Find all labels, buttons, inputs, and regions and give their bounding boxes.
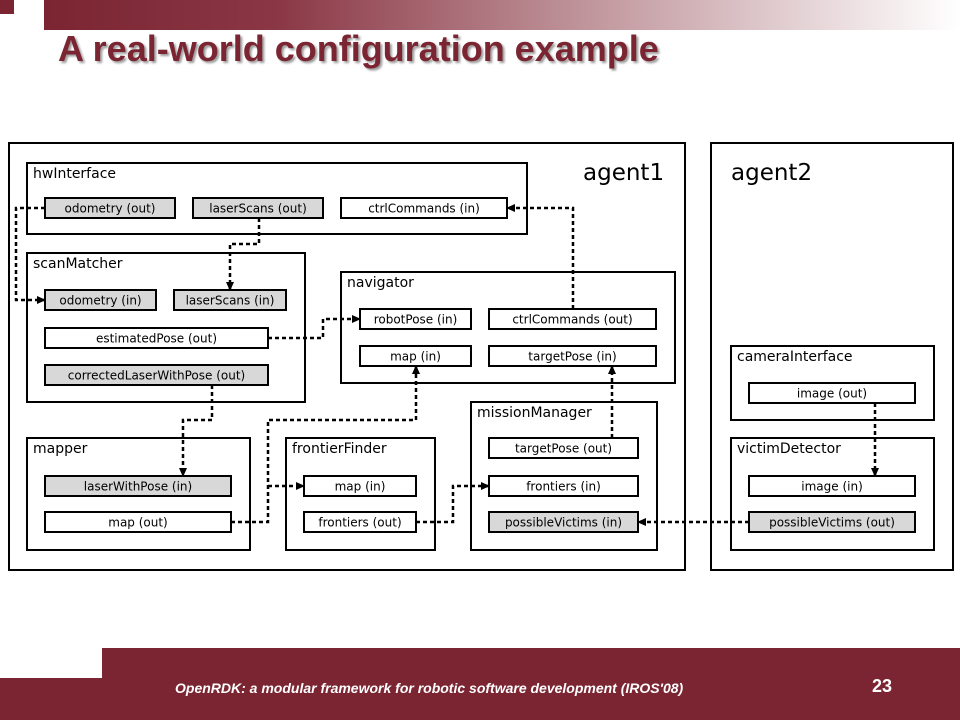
corner-square <box>0 0 14 14</box>
port-mm-frontiers-label: frontiers (in) <box>526 480 601 494</box>
port-hw-ctrlCommands-label: ctrlCommands (in) <box>368 202 480 216</box>
agent-agent1-label: agent1 <box>583 160 664 186</box>
port-nav-targetPose-label: targetPose (in) <box>528 350 616 364</box>
port-mm-targetPose-box <box>488 437 639 459</box>
port-hw-laserScans-label: laserScans (out) <box>209 202 307 216</box>
connection-sm-correctedLaser-to-map-laserWithPose <box>179 385 214 477</box>
agent-agent1-box <box>8 142 686 571</box>
module-missionManager: missionManager targetPose (out) frontiers … <box>470 401 658 551</box>
port-ci-image-box <box>748 382 916 404</box>
module-hwInterface-label: hwInterface <box>33 166 116 182</box>
title-gradient-bar <box>44 0 960 30</box>
module-frontierFinder-label: frontierFinder <box>292 441 387 457</box>
port-ci-image-label: image (out) <box>797 387 867 401</box>
slide-title: A real-world configuration example <box>58 28 659 69</box>
connection-hw-odometry-to-sm-odometry <box>14 206 46 304</box>
port-nav-targetPose-box <box>488 345 657 367</box>
port-sm-correctedLaser-box <box>44 364 269 386</box>
port-mm-possibleVictims-label: possibleVictims (in) <box>505 516 622 530</box>
port-map-map-label: map (out) <box>108 516 168 530</box>
port-ff-frontiers-label: frontiers (out) <box>318 516 401 530</box>
port-vd-possibleVictims-label: possibleVictims (out) <box>769 516 895 530</box>
module-victimDetector: victimDetector image (in) possibleVictims … <box>730 437 935 551</box>
port-sm-correctedLaser-label: correctedLaserWithPose (out) <box>68 369 246 383</box>
port-nav-robotPose-label: robotPose (in) <box>374 313 458 327</box>
port-nav-map-label: map (in) <box>390 350 441 364</box>
port-sm-odometry-label: odometry (in) <box>59 294 141 308</box>
port-sm-laserScans-label: laserScans (in) <box>186 294 275 308</box>
module-navigator-label: navigator <box>347 275 414 291</box>
connection-nav-ctrlCommands-to-hw-ctrlCommands <box>506 204 575 309</box>
footer-bar <box>0 648 960 720</box>
module-navigator: navigator robotPose (in) ctrlCommands (out… <box>340 271 676 384</box>
agent-agent2-label: agent2 <box>731 160 812 186</box>
port-map-laserWithPose-box <box>44 475 232 497</box>
module-cameraInterface-label: cameraInterface <box>737 349 853 365</box>
module-cameraInterface: cameraInterface image (out) <box>730 345 935 421</box>
module-victimDetector-label: victimDetector <box>737 441 841 457</box>
module-scanMatcher-label: scanMatcher <box>33 256 123 272</box>
port-mm-targetPose-label: targetPose (out) <box>515 442 612 456</box>
connection-hw-laserScans-to-sm-laserScans <box>226 218 261 291</box>
connection-map-map-to-nav-map <box>231 365 420 524</box>
module-scanMatcher: scanMatcher odometry (in) laserScans (in) e… <box>26 252 306 403</box>
architecture-diagram: agent1 agent2 hwInterface odometry (out) la… <box>8 142 954 571</box>
port-vd-image-box <box>748 475 916 497</box>
port-sm-estimatedPose-label: estimatedPose (out) <box>96 332 217 346</box>
module-frontierFinder: frontierFinder map (in) frontiers (out) <box>285 437 436 551</box>
port-map-laserWithPose-label: laserWithPose (in) <box>84 480 192 494</box>
module-hwInterface: hwInterface odometry (out) laserScans (out… <box>26 162 528 235</box>
module-missionManager-label: missionManager <box>477 405 592 421</box>
port-hw-odometry-label: odometry (out) <box>65 202 156 216</box>
module-mapper-label: mapper <box>33 441 88 457</box>
footer-citation: OpenRDK: a modular framework for robotic… <box>175 680 684 696</box>
port-nav-ctrlCommands-label: ctrlCommands (out) <box>512 313 632 327</box>
footer-notch <box>0 648 102 678</box>
connection-ff-frontiers-to-mm-frontiers <box>416 482 490 524</box>
port-vd-image-label: image (in) <box>801 480 863 494</box>
port-ff-map-label: map (in) <box>335 480 386 494</box>
connection-sm-estimatedPose-to-nav-robotPose <box>268 315 361 340</box>
page-number: 23 <box>872 676 893 696</box>
agent-agent2-box <box>710 142 954 571</box>
module-mapper: mapper laserWithPose (in) map (out) <box>26 437 251 551</box>
